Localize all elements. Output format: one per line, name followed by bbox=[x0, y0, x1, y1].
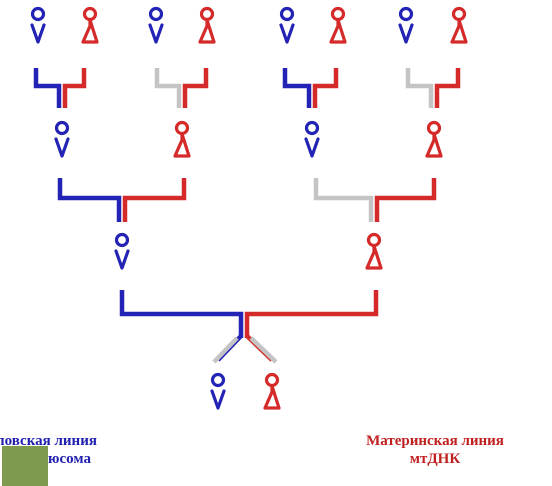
great-grandmother-2-icon bbox=[198, 6, 216, 44]
great-grandfather-1-icon bbox=[30, 6, 46, 44]
descent-lines bbox=[212, 334, 278, 364]
connector-gen3-pair-1 bbox=[57, 178, 187, 222]
paternal-line-title: повская линия bbox=[0, 433, 97, 449]
grandmother-maternal-icon bbox=[425, 120, 443, 158]
grandfather-maternal-icon bbox=[304, 120, 320, 158]
son-icon bbox=[210, 372, 226, 410]
daughter-icon bbox=[263, 372, 281, 410]
mother-icon bbox=[365, 232, 383, 270]
great-grandmother-1-icon bbox=[81, 6, 99, 44]
paternal-line-caption: повская линия юсома bbox=[0, 432, 166, 468]
connector-gen4-pair-2 bbox=[154, 68, 209, 108]
maternal-line-title: Материнская линия bbox=[366, 433, 504, 449]
maternal-line-caption: Материнская линия мтДНК bbox=[318, 432, 552, 468]
great-grandmother-4-icon bbox=[450, 6, 468, 44]
connector-parents bbox=[119, 290, 379, 338]
maternal-line-marker: мтДНК bbox=[409, 451, 461, 467]
grandmother-paternal-icon bbox=[173, 120, 191, 158]
connector-gen4-pair-1 bbox=[33, 68, 87, 108]
paternal-line-marker: юсома bbox=[48, 451, 91, 467]
father-icon bbox=[114, 232, 130, 270]
grandfather-paternal-icon bbox=[54, 120, 70, 158]
great-grandmother-3-icon bbox=[329, 6, 347, 44]
great-grandfather-3-icon bbox=[279, 6, 295, 44]
great-grandfather-2-icon bbox=[148, 6, 164, 44]
connector-gen4-pair-3 bbox=[282, 68, 339, 108]
connector-gen3-pair-2 bbox=[313, 178, 437, 222]
connector-gen4-pair-4 bbox=[405, 68, 461, 108]
great-grandfather-4-icon bbox=[398, 6, 414, 44]
green-swatch bbox=[2, 446, 48, 486]
